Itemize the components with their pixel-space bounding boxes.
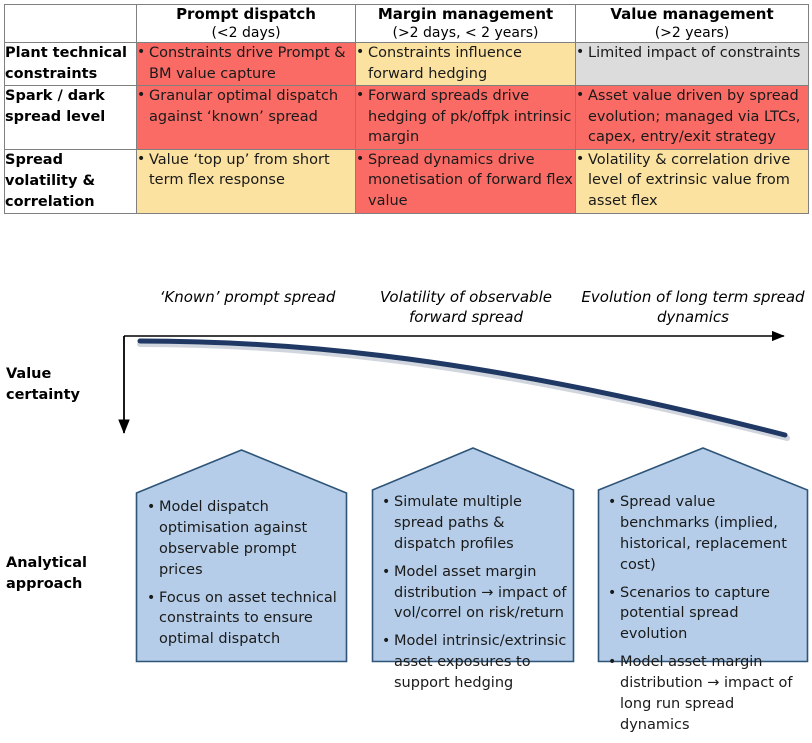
column-header-margin-management: Margin management (>2 days, < 2 years) [355,4,576,43]
cell-r0-c0: Constraints drive Prompt & BM value capt… [136,41,356,87]
band-caption-volatility-observable-forward-spread: Volatility of observable forward spread [380,288,552,327]
bullet-list: Constraints influence forward hedging [356,43,575,84]
column-header-subtitle: (<2 days) [211,24,281,41]
analytical-panel-value-management: Spread value benchmarks (implied, histor… [597,444,809,733]
cell-r2-c0: Value ‘top up’ from short term flex resp… [136,148,356,214]
bullet-list: Value ‘top up’ from short term flex resp… [137,150,355,191]
table-corner-cell [4,4,137,43]
bullet-item: Asset value driven by spread evolution; … [576,86,808,148]
bullet-item: Model asset margin distribution → impact… [382,562,567,625]
analytical-approach-label: Analytical approach [6,555,88,593]
bullet-item: Constraints drive Prompt & BM value capt… [137,43,355,84]
table-row: Spread volatility & correlation Value ‘t… [4,148,809,214]
band-caption-known-prompt-spread: ‘Known’ prompt spread [159,288,336,306]
bullet-list: Model dispatch optimisation against obse… [147,497,338,650]
bullet-item: Volatility & correlation drive level of … [576,150,808,212]
analytical-panel-margin-management: Simulate multiple spread paths & dispatc… [371,444,575,691]
table-row: Plant technical constraints Constraints … [4,41,809,87]
cell-r0-c1: Constraints influence forward hedging [355,41,576,87]
row-header-spark-dark-spread-level: Spark / dark spread level [4,85,137,150]
cell-r1-c1: Forward spreads drive hedging of pk/offp… [355,85,576,150]
band-caption-evolution-long-term-spread-dynamics: Evolution of long term spread dynamics [581,288,805,327]
bullet-item: Limited impact of constraints [576,43,808,64]
row-header-spread-volatility-correlation: Spread volatility & correlation [4,148,137,214]
value-certainty-diagram [118,330,790,441]
value-certainty-axis-label: Value certainty [6,366,80,404]
value-certainty-curve-shadow [137,341,790,441]
column-header-prompt-dispatch: Prompt dispatch (<2 days) [136,4,356,43]
cell-r1-c0: Granular optimal dispatch against ‘known… [136,85,356,150]
bullet-list: Granular optimal dispatch against ‘known… [137,86,355,127]
bullet-item: Spread value benchmarks (implied, histor… [608,492,801,576]
bullet-item: Focus on asset technical constraints to … [147,588,338,651]
cell-r2-c2: Volatility & correlation drive level of … [575,148,809,214]
column-header-subtitle: (>2 years) [654,24,730,41]
bullet-item: Model dispatch optimisation against obse… [147,497,338,581]
value-certainty-curve [137,338,788,438]
column-header-subtitle: (>2 days, < 2 years) [392,24,539,41]
cell-r2-c1: Spread dynamics drive monetisation of fo… [355,148,576,214]
bullet-list: Spread value benchmarks (implied, histor… [608,492,801,736]
bullet-item: Value ‘top up’ from short term flex resp… [137,150,355,191]
cell-r0-c2: Limited impact of constraints [575,41,809,87]
panel-text: Spread value benchmarks (implied, histor… [597,444,809,743]
bullet-item: Constraints influence forward hedging [356,43,575,84]
bullet-item: Simulate multiple spread paths & dispatc… [382,492,567,555]
analytical-approach-panels: Model dispatch optimisation against obse… [0,444,812,733]
bullet-item: Spread dynamics drive monetisation of fo… [356,150,575,212]
bullet-list: Volatility & correlation drive level of … [576,150,808,212]
row-header-plant-technical-constraints: Plant technical constraints [4,41,137,87]
risk-matrix-table: Prompt dispatch (<2 days) Margin managem… [4,4,809,214]
bullet-list: Asset value driven by spread evolution; … [576,86,808,148]
column-header-title: Value management [610,5,774,23]
bullet-list: Simulate multiple spread paths & dispatc… [382,492,567,694]
panel-text: Model dispatch optimisation against obse… [135,444,348,657]
bullet-list: Limited impact of constraints [576,43,808,64]
bullet-list: Spread dynamics drive monetisation of fo… [356,150,575,212]
cell-r1-c2: Asset value driven by spread evolution; … [575,85,809,150]
column-header-title: Prompt dispatch [176,5,316,23]
panel-text: Simulate multiple spread paths & dispatc… [371,444,575,701]
bullet-item: Scenarios to capture potential spread ev… [608,583,801,646]
table-row: Spark / dark spread level Granular optim… [4,85,809,150]
bullet-list: Constraints drive Prompt & BM value capt… [137,43,355,84]
bullet-list: Forward spreads drive hedging of pk/offp… [356,86,575,148]
column-header-title: Margin management [377,5,554,23]
column-header-value-management: Value management (>2 years) [575,4,809,43]
bullet-item: Forward spreads drive hedging of pk/offp… [356,86,575,148]
table-header-row: Prompt dispatch (<2 days) Margin managem… [4,4,809,43]
bullet-item: Granular optimal dispatch against ‘known… [137,86,355,127]
analytical-panel-prompt-dispatch: Model dispatch optimisation against obse… [135,444,348,663]
bullet-item: Model asset margin distribution → impact… [608,652,801,736]
